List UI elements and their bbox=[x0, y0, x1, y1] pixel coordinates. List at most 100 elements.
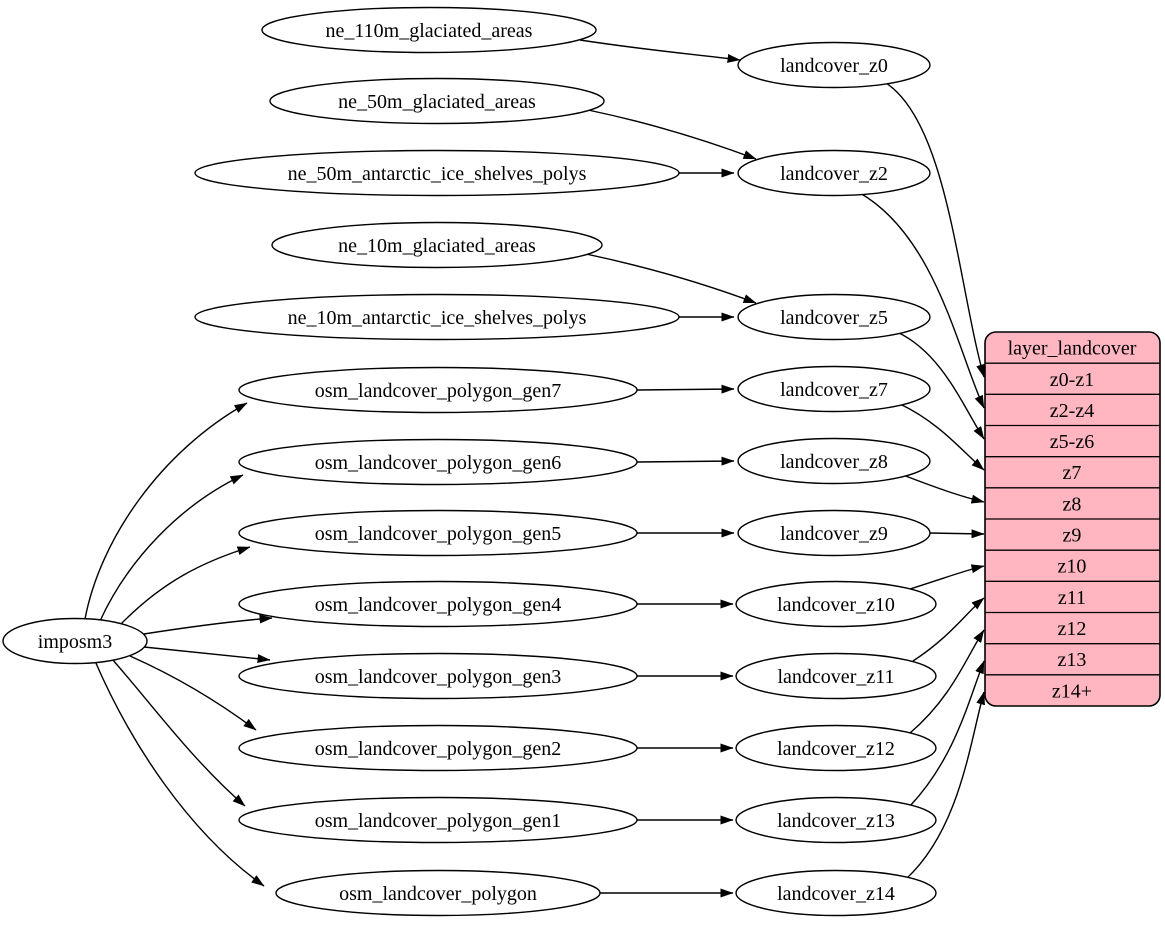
layer-row-z2-z4: z2-z4 bbox=[1050, 400, 1094, 422]
node-ne-10m-antarctic-ice-shelves-polys: ne_10m_antarctic_ice_shelves_polys bbox=[194, 293, 680, 341]
osm-landcover-polygon-label: osm_landcover_polygon bbox=[339, 883, 537, 905]
layer-row-z12: z12 bbox=[1058, 618, 1087, 640]
edge-imposm3-to-gen6 bbox=[99, 474, 244, 622]
node-landcover-z14: landcover_z14 bbox=[735, 869, 937, 917]
landcover-z5-ellipse bbox=[737, 293, 931, 341]
edge-imposm3-to-gen7 bbox=[84, 402, 248, 620]
ne-10m-glaciated-areas-label: ne_10m_glaciated_areas bbox=[338, 235, 536, 257]
edge-z9-to-row-z9 bbox=[928, 529, 985, 539]
osm-landcover-polygon-gen4-ellipse bbox=[238, 580, 638, 628]
layer-row-z14plus: z14+ bbox=[1052, 680, 1092, 702]
ne-110m-glaciated-areas-ellipse bbox=[261, 6, 597, 54]
edge-imposm3-to-gen1 bbox=[111, 658, 246, 807]
landcover-z12-ellipse bbox=[735, 724, 937, 772]
edge-z14-to-row-z14plus bbox=[905, 691, 985, 880]
node-landcover-z2: landcover_z2 bbox=[737, 149, 931, 197]
landcover-z10-label: landcover_z10 bbox=[777, 594, 895, 616]
node-osm-landcover-polygon-gen6: osm_landcover_polygon_gen6 bbox=[238, 438, 638, 486]
landcover-z7-label: landcover_z7 bbox=[780, 379, 888, 401]
landcover-z9-ellipse bbox=[737, 509, 931, 557]
node-osm-landcover-polygon-gen4: osm_landcover_polygon_gen4 bbox=[238, 580, 638, 628]
layer-row-z0-z1: z0-z1 bbox=[1050, 369, 1094, 391]
ne-10m-antarctic-ice-shelves-polys-label: ne_10m_antarctic_ice_shelves_polys bbox=[288, 307, 587, 329]
edge-imposm3-to-gen5 bbox=[119, 546, 251, 626]
node-landcover-z12: landcover_z12 bbox=[735, 724, 937, 772]
osm-landcover-polygon-gen7-label: osm_landcover_polygon_gen7 bbox=[315, 380, 562, 402]
edge-gen6-to-z8 bbox=[636, 456, 735, 466]
landcover-z8-ellipse bbox=[737, 437, 931, 485]
node-landcover-z7: landcover_z7 bbox=[737, 365, 931, 413]
edge-z7-to-row-z7 bbox=[899, 403, 985, 471]
osm-landcover-polygon-gen5-ellipse bbox=[238, 509, 638, 557]
landcover-z14-ellipse bbox=[735, 869, 937, 917]
landcover-z13-ellipse bbox=[735, 796, 937, 844]
landcover-z5-label: landcover_z5 bbox=[780, 307, 888, 329]
ne-10m-glaciated-areas-ellipse bbox=[271, 221, 603, 269]
edge-z8-to-row-z8 bbox=[902, 474, 985, 504]
layer-row-z13: z13 bbox=[1058, 649, 1087, 671]
node-ne-50m-antarctic-ice-shelves-polys: ne_50m_antarctic_ice_shelves_polys bbox=[194, 149, 680, 197]
node-landcover-z13: landcover_z13 bbox=[735, 796, 937, 844]
osm-landcover-polygon-gen4-label: osm_landcover_polygon_gen4 bbox=[315, 594, 562, 616]
ne-50m-antarctic-ice-shelves-polys-label: ne_50m_antarctic_ice_shelves_polys bbox=[288, 163, 587, 185]
landcover-z8-label: landcover_z8 bbox=[780, 451, 888, 473]
layer-row-z7: z7 bbox=[1063, 462, 1082, 484]
edge-layer bbox=[84, 39, 985, 898]
landcover-z7-ellipse bbox=[737, 365, 931, 413]
edge-imposm3-to-gen4 bbox=[143, 614, 273, 635]
node-landcover-z5: landcover_z5 bbox=[737, 293, 931, 341]
ne-50m-glaciated-areas-label: ne_50m_glaciated_areas bbox=[338, 91, 536, 113]
node-osm-landcover-polygon-gen5: osm_landcover_polygon_gen5 bbox=[238, 509, 638, 557]
node-osm-landcover-polygon-gen7: osm_landcover_polygon_gen7 bbox=[238, 366, 638, 414]
osm-landcover-polygon-gen5-label: osm_landcover_polygon_gen5 bbox=[315, 523, 562, 545]
edge-z5-to-row-z5-z6 bbox=[896, 331, 985, 440]
layer-row-z11: z11 bbox=[1058, 587, 1086, 609]
ne-50m-glaciated-areas-ellipse bbox=[269, 77, 605, 125]
node-osm-landcover-polygon-gen2: osm_landcover_polygon_gen2 bbox=[238, 724, 638, 772]
layer-row-z10: z10 bbox=[1058, 556, 1087, 578]
osm-landcover-polygon-gen2-ellipse bbox=[238, 724, 638, 772]
landcover-z9-label: landcover_z9 bbox=[780, 523, 888, 545]
landcover-z11-label: landcover_z11 bbox=[778, 666, 895, 688]
edge-z2-to-row-z2-z4 bbox=[859, 192, 985, 409]
node-landcover-z9: landcover_z9 bbox=[737, 509, 931, 557]
osm-landcover-polygon-gen2-label: osm_landcover_polygon_gen2 bbox=[315, 738, 562, 760]
ne-10m-antarctic-ice-shelves-polys-ellipse bbox=[194, 293, 680, 341]
osm-landcover-polygon-gen6-ellipse bbox=[238, 438, 638, 486]
edge-z10-to-row-z10 bbox=[909, 564, 985, 590]
osm-landcover-polygon-gen3-label: osm_landcover_polygon_gen3 bbox=[315, 666, 562, 688]
edge-z13-to-row-z13 bbox=[909, 660, 985, 807]
node-layer: imposm3 ne_110m_glaciated_areas ne_50m_g… bbox=[2, 6, 937, 917]
node-osm-landcover-polygon-gen3: osm_landcover_polygon_gen3 bbox=[238, 652, 638, 700]
edge-ne110m-to-z0 bbox=[579, 39, 741, 63]
landcover-z0-ellipse bbox=[737, 41, 931, 89]
node-landcover-z10: landcover_z10 bbox=[735, 580, 937, 628]
layer-row-z5-z6: z5-z6 bbox=[1050, 431, 1094, 453]
landcover-z12-label: landcover_z12 bbox=[777, 738, 895, 760]
landcover-z0-label: landcover_z0 bbox=[780, 55, 888, 77]
edge-z12-to-row-z12 bbox=[909, 629, 985, 734]
node-landcover-z11: landcover_z11 bbox=[735, 652, 937, 700]
layer-row-z8: z8 bbox=[1063, 493, 1082, 515]
landcover-z2-ellipse bbox=[737, 149, 931, 197]
node-osm-landcover-polygon: osm_landcover_polygon bbox=[275, 869, 601, 917]
node-ne-50m-glaciated-areas: ne_50m_glaciated_areas bbox=[269, 77, 605, 125]
node-layer-landcover: layer_landcover z0-z1 z2-z4 z5-z6 z7 z8 … bbox=[984, 331, 1161, 707]
edge-ne50m-glaciated-to-z2 bbox=[587, 109, 757, 160]
edge-z11-to-row-z11 bbox=[912, 597, 985, 662]
node-landcover-z8: landcover_z8 bbox=[737, 437, 931, 485]
edge-imposm3-to-gen2 bbox=[129, 655, 257, 731]
landcover-z11-ellipse bbox=[735, 652, 937, 700]
node-imposm3: imposm3 bbox=[2, 617, 148, 665]
osm-landcover-polygon-gen7-ellipse bbox=[238, 366, 638, 414]
node-landcover-z0: landcover_z0 bbox=[737, 41, 931, 89]
edge-imposm3-to-polygon bbox=[94, 660, 265, 887]
osm-landcover-polygon-gen6-label: osm_landcover_polygon_gen6 bbox=[315, 452, 562, 474]
edge-ne10m-glaciated-to-z5 bbox=[585, 253, 757, 304]
osm-landcover-polygon-gen1-label: osm_landcover_polygon_gen1 bbox=[315, 810, 562, 832]
imposm3-label: imposm3 bbox=[38, 631, 112, 653]
ne-50m-antarctic-ice-shelves-polys-ellipse bbox=[194, 149, 680, 197]
landcover-z10-ellipse bbox=[735, 580, 937, 628]
